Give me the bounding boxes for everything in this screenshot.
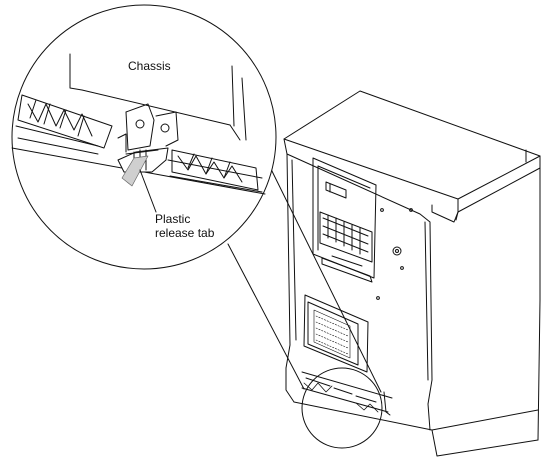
detail-magnifier	[11, 4, 277, 270]
zoom-leader-lines	[227, 162, 382, 393]
bottom-vent	[301, 371, 393, 416]
chassis-label: Chassis	[128, 59, 171, 73]
fan-grille	[303, 294, 369, 373]
release-tab-label-line2: release tab	[155, 226, 215, 240]
chassis-body	[283, 90, 541, 457]
zoom-target-circle	[301, 367, 383, 449]
release-tab-label-line1: Plastic	[155, 212, 191, 226]
drive-bay	[312, 157, 413, 300]
